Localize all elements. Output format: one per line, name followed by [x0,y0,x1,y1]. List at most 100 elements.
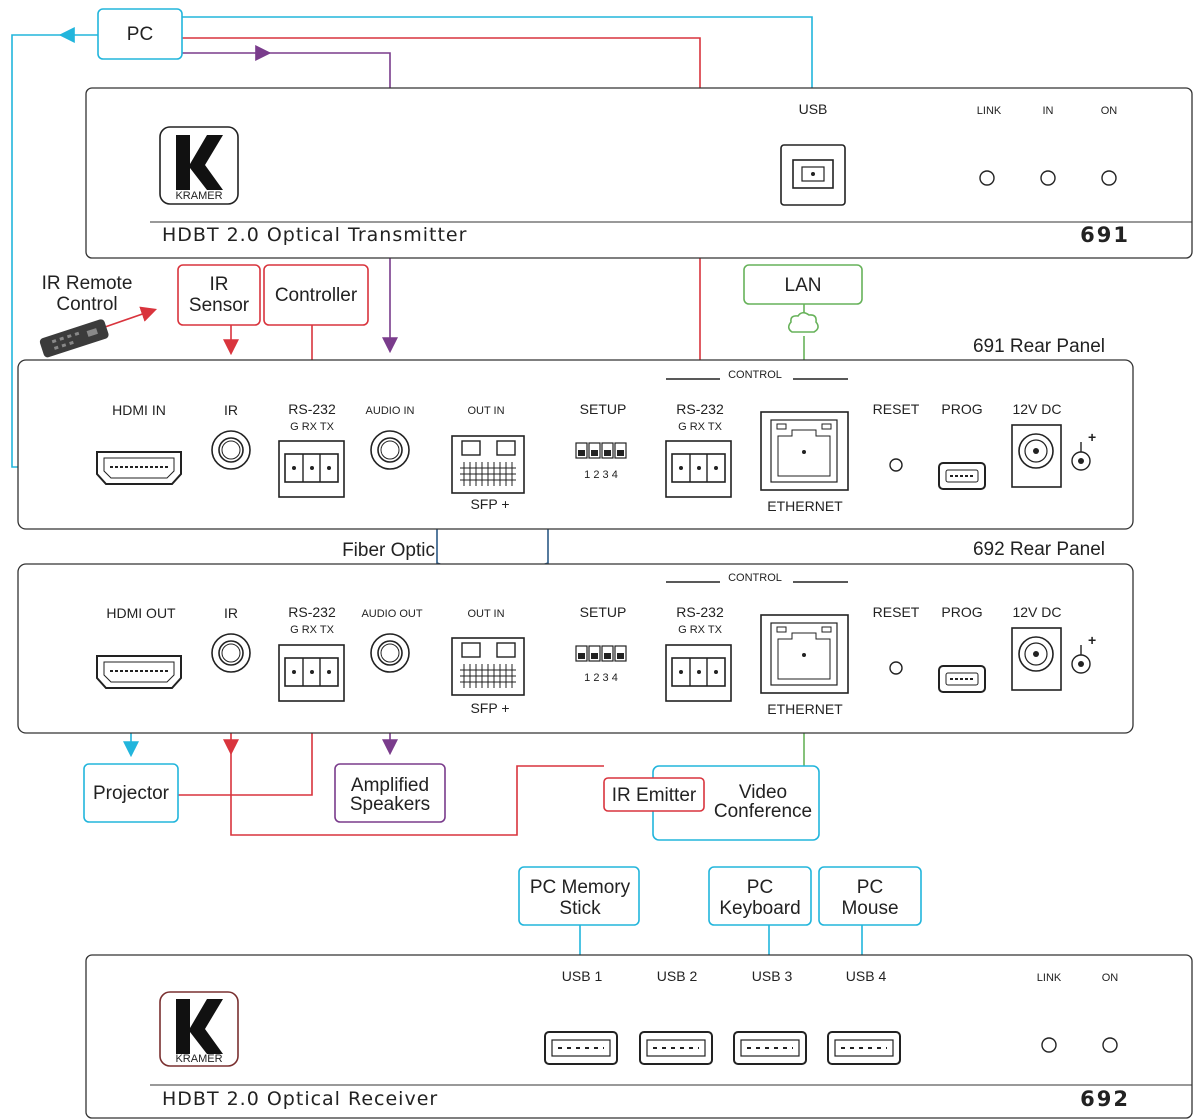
receiver-model: 692 [1080,1087,1130,1111]
svg-text:AUDIO OUT: AUDIO OUT [361,608,422,620]
rear692-caption: 692 Rear Panel [973,539,1105,560]
svg-text:Keyboard: Keyboard [719,898,800,919]
reset-button-692[interactable] [889,661,903,675]
transmitter-model: 691 [1080,223,1130,247]
prog-usb-port-692[interactable] [938,665,986,693]
svg-text:IR: IR [224,605,238,621]
pc-keyboard-box: PC Keyboard [708,866,812,926]
usb3-port[interactable] [733,1031,807,1065]
prog-usb-port-691[interactable] [938,462,986,490]
svg-text:12V DC: 12V DC [1012,604,1061,620]
svg-text:1 2 3 4: 1 2 3 4 [584,469,618,481]
hdmi-in-port[interactable] [96,451,182,485]
svg-text:PROG: PROG [941,604,982,620]
svg-text:Mouse: Mouse [841,898,898,919]
pc-mouse-box: PC Mouse [818,866,922,926]
svg-text:12V DC: 12V DC [1012,401,1061,417]
svg-text:Projector: Projector [93,783,170,804]
svg-text:Speakers: Speakers [350,794,430,815]
ir-sensor-box: IR Sensor [177,264,261,326]
rear692-panel: HDMI OUT IR RS-232 G RX TX AUDIO OUT OUT [17,563,1134,734]
receiver-front-panel: KRAMER HDBT 2.0 Optical Receiver 692 USB… [85,954,1193,1119]
ir-emitter-box: IR Emitter [603,777,705,812]
svg-text:ETHERNET: ETHERNET [767,701,843,717]
svg-text:PC: PC [127,24,153,45]
fiber-optic-label: Fiber Optic [342,540,435,561]
svg-text:IR: IR [210,274,229,295]
svg-text:Control: Control [56,294,117,315]
svg-text:HDMI OUT: HDMI OUT [106,605,176,621]
sfp-port-691[interactable] [451,435,525,494]
rs232-control-terminal[interactable] [665,440,732,498]
setup-dip-switch-692[interactable]: 1 2 3 4 [575,645,627,684]
svg-text:RESET: RESET [873,401,920,417]
svg-text:LAN: LAN [785,275,822,296]
hdmi-out-port[interactable] [96,655,182,689]
svg-text:SFP +: SFP + [470,496,509,512]
pc-memory-stick-box: PC Memory Stick [518,866,640,926]
svg-text:RS-232: RS-232 [288,401,336,417]
rs232-control-terminal-692[interactable] [665,644,732,702]
svg-text:USB 3: USB 3 [752,968,793,984]
usb2-port[interactable] [639,1031,713,1065]
svg-text:RS-232: RS-232 [676,401,724,417]
ir-out-jack[interactable] [211,633,251,673]
ir-emitter-wire [230,752,604,836]
cloud-icon [787,311,819,333]
audio-out-jack[interactable] [370,633,410,673]
sfp-port-692[interactable] [451,637,525,696]
svg-text:SETUP: SETUP [580,604,627,620]
in-led [1040,170,1056,186]
svg-text:+: + [1088,632,1096,648]
dc-power-jack-692[interactable] [1011,627,1062,691]
audio-in-jack[interactable] [370,430,410,470]
svg-text:LINK: LINK [977,105,1002,117]
svg-text:HDMI IN: HDMI IN [112,402,166,418]
link-led [979,170,995,186]
pc-box: PC [97,8,183,60]
ir-remote-control: IR Remote Control [39,273,132,358]
kramer-logo: KRAMER [159,126,239,205]
svg-text:RS-232: RS-232 [288,604,336,620]
ethernet-port-692[interactable] [760,614,849,694]
pc-rs232-wire [182,37,701,458]
ethernet-port-691[interactable] [760,411,849,491]
svg-text:G RX TX: G RX TX [678,624,722,636]
usb-b-port[interactable] [780,144,846,206]
polarity-icon-692: + [1071,632,1096,674]
on-led [1101,170,1117,186]
dc-power-jack-691[interactable] [1011,424,1062,488]
rs232-out-terminal[interactable] [278,644,345,702]
svg-text:Controller: Controller [275,285,358,306]
svg-text:ETHERNET: ETHERNET [767,498,843,514]
lan-box: LAN [743,264,863,305]
remote-icon [39,319,109,358]
svg-text:G RX TX: G RX TX [290,624,334,636]
svg-text:G RX TX: G RX TX [290,421,334,433]
svg-text:Amplified: Amplified [351,775,429,796]
svg-text:PC: PC [747,877,773,898]
usb4-port[interactable] [827,1031,901,1065]
svg-text:USB 2: USB 2 [657,968,698,984]
svg-text:KRAMER: KRAMER [175,190,222,202]
ir-in-jack[interactable] [211,430,251,470]
svg-text:Sensor: Sensor [189,295,250,316]
rear691-panel: HDMI IN IR RS-232 G RX TX AUDIO IN OUT I [17,359,1134,530]
svg-text:G RX TX: G RX TX [678,421,722,433]
svg-text:CONTROL: CONTROL [728,369,782,381]
svg-text:IN: IN [1043,105,1054,117]
svg-text:Video: Video [739,782,787,803]
receiver-title: HDBT 2.0 Optical Receiver [162,1088,438,1110]
rs232-in-terminal[interactable] [278,440,345,498]
amplified-speakers-box: Amplified Speakers [334,763,446,823]
svg-text:IR Emitter: IR Emitter [612,785,697,806]
reset-button-691[interactable] [889,458,903,472]
svg-text:ON: ON [1102,972,1119,984]
setup-dip-switch[interactable]: 1 2 3 4 [575,442,627,481]
usb1-port[interactable] [544,1031,618,1065]
svg-text:PC Memory: PC Memory [530,877,631,898]
svg-text:PROG: PROG [941,401,982,417]
receiver-link-led [1041,1037,1057,1053]
svg-text:SETUP: SETUP [580,401,627,417]
